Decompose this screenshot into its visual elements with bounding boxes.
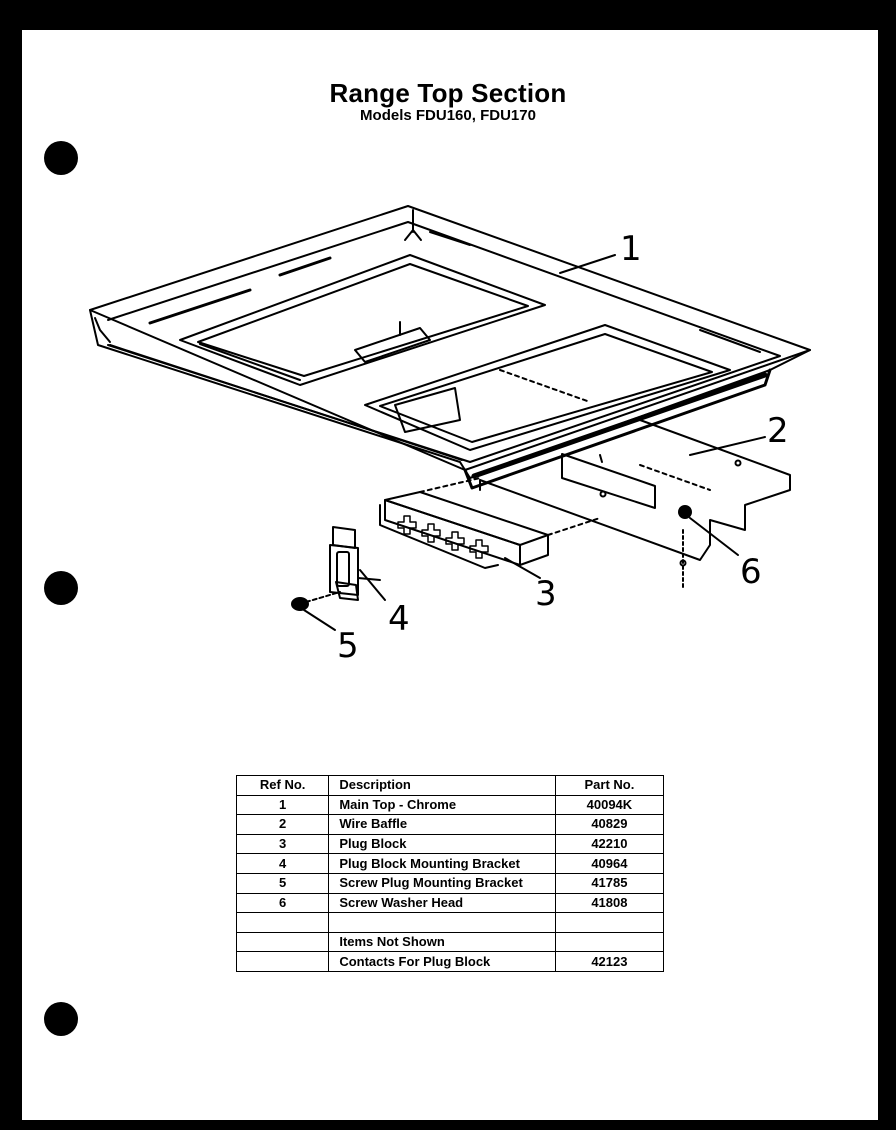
screw-washer-head-part	[678, 505, 739, 556]
callout-3: 3	[535, 574, 557, 614]
description-cell: Contacts For Plug Block	[328, 951, 556, 972]
part-number-cell: 40829	[554, 814, 665, 835]
screw-part	[291, 591, 341, 631]
part-number-cell: 41785	[554, 872, 665, 894]
binder-hole-bottom	[44, 1002, 78, 1036]
binder-hole-top	[44, 141, 78, 175]
ref-cell	[235, 931, 330, 953]
ref-cell: 3	[235, 833, 330, 855]
parts-table: Ref No. Description Part No. 1 Main Top …	[235, 775, 665, 972]
description-cell	[328, 912, 556, 933]
plug-block-mounting-bracket-part	[329, 526, 386, 601]
callout-4: 4	[388, 599, 410, 639]
description-cell: Items Not Shown	[328, 931, 556, 953]
part-number-cell: 40964	[554, 853, 665, 874]
part-number-cell: 41808	[554, 892, 665, 914]
page-title: Range Top Section	[329, 78, 567, 108]
part-number-cell: 40094K	[554, 794, 665, 816]
column-header-ref: Ref No.	[235, 775, 330, 796]
callout-2: 2	[767, 411, 789, 451]
description-cell: Plug Block	[328, 833, 556, 855]
table-row: Items Not Shown	[235, 931, 665, 953]
ref-cell: 5	[235, 872, 330, 894]
callout-1: 1	[620, 229, 642, 269]
ref-cell	[235, 951, 330, 972]
description-cell: Main Top - Chrome	[328, 794, 556, 816]
table-row: 3 Plug Block 42210	[235, 833, 665, 855]
binder-hole-middle	[44, 571, 78, 605]
table-row	[235, 912, 665, 933]
table-row: 5 Screw Plug Mounting Bracket 41785	[235, 872, 665, 894]
description-cell: Wire Baffle	[328, 814, 556, 835]
table-row: 1 Main Top - Chrome 40094K	[235, 794, 665, 816]
table-row: 6 Screw Washer Head 41808	[235, 892, 665, 914]
ref-cell: 2	[235, 814, 330, 835]
wire-baffle-part	[479, 419, 791, 591]
part-number-cell	[554, 931, 665, 953]
table-row: 2 Wire Baffle 40829	[235, 814, 665, 835]
ref-cell	[235, 912, 330, 933]
ref-cell: 1	[235, 794, 330, 816]
column-header-part: Part No.	[554, 775, 665, 796]
description-cell: Screw Washer Head	[328, 892, 556, 914]
table-row: Contacts For Plug Block 42123	[235, 951, 665, 972]
ref-cell: 4	[235, 853, 330, 874]
part-number-cell	[554, 912, 665, 933]
callout-5: 5	[337, 626, 359, 666]
page-subtitle: Models FDU160, FDU170	[360, 107, 536, 124]
table-row: 4 Plug Block Mounting Bracket 40964	[235, 853, 665, 874]
part-number-cell: 42123	[554, 951, 665, 972]
column-header-description: Description	[328, 775, 556, 796]
table-header-row: Ref No. Description Part No.	[235, 775, 665, 796]
part-number-cell: 42210	[554, 833, 665, 855]
description-cell: Screw Plug Mounting Bracket	[328, 872, 556, 894]
ref-cell: 6	[235, 892, 330, 914]
description-cell: Plug Block Mounting Bracket	[328, 853, 556, 874]
main-top-part	[89, 205, 811, 490]
plug-block-part	[379, 477, 601, 579]
callout-6: 6	[740, 552, 762, 592]
